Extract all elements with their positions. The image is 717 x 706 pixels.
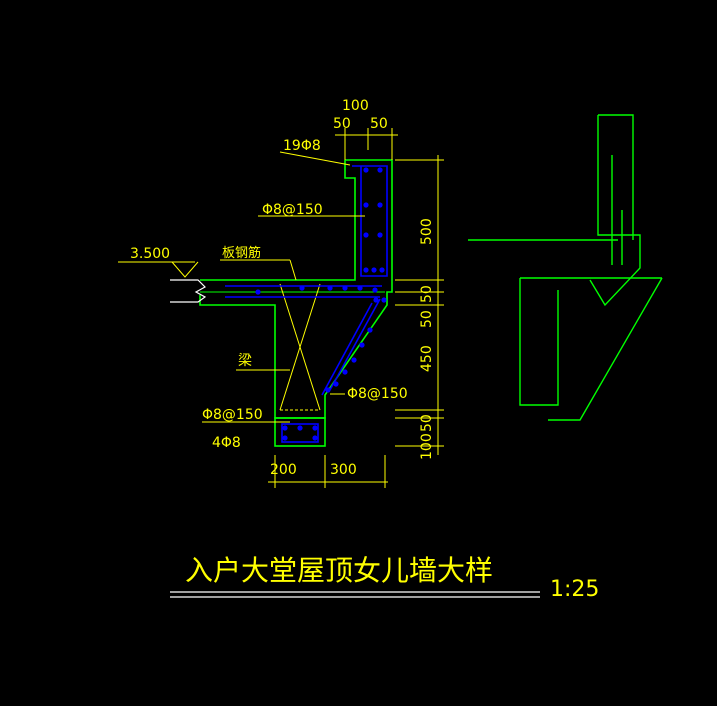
label-slab-rebar: 板钢筋 bbox=[222, 245, 261, 261]
rebar-dot bbox=[377, 167, 383, 173]
label-beam: 梁 bbox=[238, 353, 252, 369]
rebar-dot bbox=[327, 285, 333, 291]
rebar-dot bbox=[363, 232, 369, 238]
rebar-dot bbox=[299, 285, 305, 291]
dim-right-450: 450 bbox=[419, 345, 435, 372]
rebar-dot bbox=[357, 285, 363, 291]
rebar-dot bbox=[312, 425, 318, 431]
label-elevation: 3.500 bbox=[130, 246, 170, 262]
detail-sketch bbox=[468, 114, 663, 421]
rebar-dot bbox=[367, 327, 373, 333]
rebar-dot bbox=[342, 369, 348, 375]
drawing-scale: 1:25 bbox=[550, 577, 599, 602]
label-beam-bars: 4Φ8 bbox=[212, 435, 241, 451]
parapet-inner-edge bbox=[200, 160, 356, 281]
rebar-dot bbox=[282, 425, 288, 431]
rebar-dot bbox=[359, 342, 365, 348]
label-wall-stirrup: Φ8@150 bbox=[262, 202, 323, 218]
rebar-dot bbox=[372, 287, 378, 293]
rebar-dot bbox=[342, 285, 348, 291]
rebar-dot bbox=[377, 202, 383, 208]
dimensions bbox=[118, 128, 444, 488]
drawing-title: 入户大堂屋顶女儿墙大样 bbox=[185, 554, 493, 587]
rebar-dot bbox=[373, 297, 379, 303]
dim-right-100: 100 bbox=[419, 433, 435, 460]
rebar-dot bbox=[377, 232, 383, 238]
label-haunch-stirrup: Φ8@150 bbox=[347, 386, 408, 402]
dim-right-50a: 50 bbox=[419, 285, 435, 303]
break-line bbox=[170, 279, 207, 303]
rebar-dot bbox=[379, 267, 385, 273]
rebar-dot bbox=[363, 202, 369, 208]
rebar-dot bbox=[297, 425, 303, 431]
label-beam-stirrup: Φ8@150 bbox=[202, 407, 263, 423]
title-block: 入户大堂屋顶女儿墙大样 1:25 bbox=[170, 554, 599, 602]
beam-hatch bbox=[279, 283, 321, 411]
section-outline bbox=[199, 159, 393, 419]
rebar-dot bbox=[333, 381, 339, 387]
rebar-dots bbox=[255, 167, 387, 441]
beam-bottom bbox=[274, 417, 326, 447]
label-top-bars: 19Φ8 bbox=[283, 138, 321, 154]
rebar-dot bbox=[363, 167, 369, 173]
parapet-section bbox=[199, 159, 393, 447]
dim-top-total: 100 bbox=[342, 98, 369, 114]
rebar-dot bbox=[363, 267, 369, 273]
rebar-dot bbox=[381, 297, 387, 303]
dim-top-left: 50 bbox=[333, 116, 351, 132]
rebar-dot bbox=[312, 435, 318, 441]
dim-bottom-300: 300 bbox=[330, 462, 357, 478]
dim-right-50b: 50 bbox=[419, 310, 435, 328]
dim-right-500: 500 bbox=[419, 218, 435, 245]
dimension-labels: 100 50 50 500 50 50 450 50 100 200 300 1… bbox=[130, 98, 435, 478]
dim-right-50c: 50 bbox=[419, 414, 435, 432]
dim-bottom-200: 200 bbox=[270, 462, 297, 478]
rebar-dot bbox=[351, 357, 357, 363]
rebar-dot bbox=[255, 289, 261, 295]
dim-top-right: 50 bbox=[370, 116, 388, 132]
rebar-dot bbox=[282, 435, 288, 441]
rebar-dot bbox=[325, 387, 331, 393]
rebar-dot bbox=[371, 267, 377, 273]
